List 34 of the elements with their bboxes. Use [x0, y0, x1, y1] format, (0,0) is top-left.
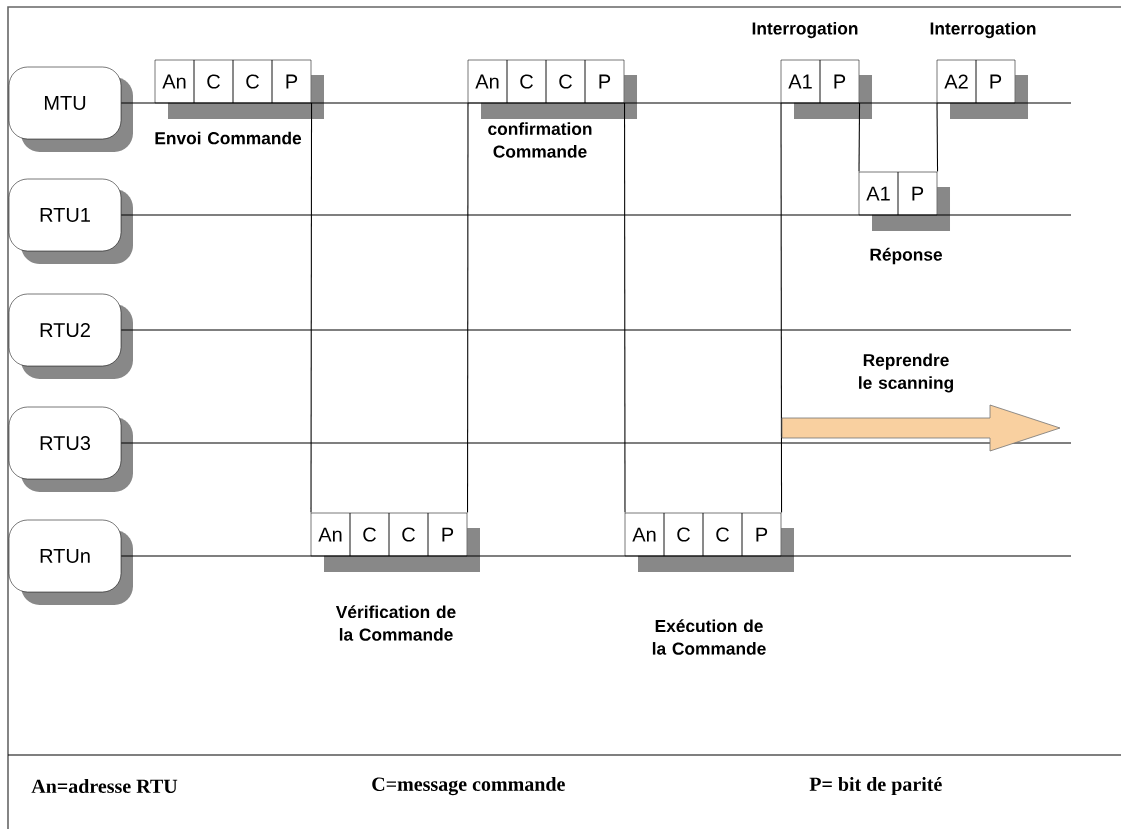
message-frame: An C C P: [624, 512, 794, 572]
message-frame: An C C P: [154, 59, 324, 119]
timeline: [120, 214, 1072, 216]
station-box: RTU1: [8, 178, 133, 264]
caption-text: Réponse: [870, 247, 942, 265]
signal-line: [467, 102, 469, 513]
caption-text: Interrogation: [930, 21, 1036, 39]
caption-text: confirmation Commande: [488, 122, 592, 158]
timeline: [120, 329, 1072, 331]
station-box: RTU3: [8, 406, 133, 492]
legend-text: C=message commande: [372, 776, 565, 796]
station-box: RTU2: [8, 293, 133, 379]
legend-text: An=adresse RTU: [31, 779, 178, 794]
station-box: RTUn: [8, 519, 133, 605]
signal-line: [780, 102, 783, 513]
message-frame: A1 P: [780, 59, 872, 119]
legend-text: P= bit de parité: [809, 776, 942, 796]
station-box: MTU: [8, 66, 133, 152]
caption-text: Envoi Commande: [155, 131, 302, 145]
message-frame: An C C P: [310, 512, 480, 572]
message-frame: A1 P: [858, 171, 950, 231]
caption-text: Interrogation: [752, 21, 858, 39]
message-frame: An C C P: [467, 59, 637, 119]
message-frame: A2 P: [936, 59, 1028, 119]
signal-line: [858, 102, 861, 172]
timeline: [120, 442, 1072, 444]
signal-line: [310, 102, 313, 513]
caption-text: Reprendre le scanning: [859, 353, 953, 393]
timeline: [120, 555, 1072, 557]
caption-text: Exécution de la Commande: [652, 619, 766, 655]
signal-line: [624, 102, 626, 513]
signal-line: [936, 102, 939, 172]
timeline: [120, 102, 1072, 104]
caption-text: Vérification de la Commande: [335, 605, 456, 641]
